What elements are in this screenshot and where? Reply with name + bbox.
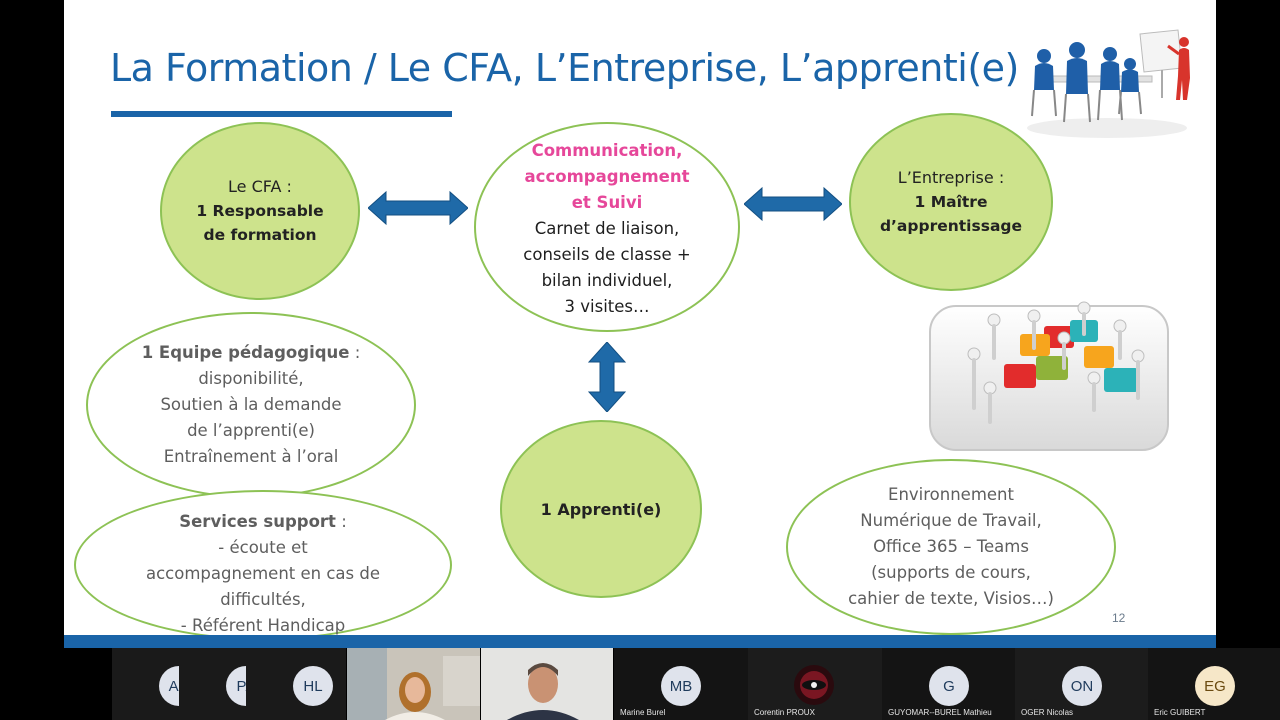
cfa-responsable: 1 Responsable (196, 202, 324, 220)
double-arrow-vertical-icon (588, 342, 626, 412)
shared-presentation-slide: La Formation / Le CFA, L’Entreprise, L’a… (64, 0, 1216, 648)
services-body-4: - Référent Handicap (180, 616, 346, 635)
environnement-bubble: Environnement Numérique de Travail, Offi… (786, 459, 1116, 635)
participant-tile[interactable]: ON OGER Nicolas (1015, 648, 1149, 720)
services-body-3: difficultés, (220, 590, 306, 609)
environnement-body-3: Office 365 – Teams (873, 537, 1029, 556)
equipe-heading-suffix: : (349, 343, 361, 362)
services-heading: Services support (179, 512, 336, 531)
cfa-formation: de formation (203, 226, 317, 244)
participant-name: Eric GUIBERT (1154, 708, 1206, 717)
communication-heading-1: Communication, (531, 141, 683, 160)
apprenti-bubble: 1 Apprenti(e) (500, 420, 702, 598)
communication-body-4: 3 visites… (564, 297, 650, 316)
avatar: MB (661, 666, 701, 706)
environnement-body-5: cahier de texte, Visios…) (848, 589, 1054, 608)
environnement-body-4: (supports de cours, (871, 563, 1031, 582)
eye-logo-avatar-icon (794, 665, 834, 705)
environnement-body-1: Environnement (888, 485, 1014, 504)
equipe-pedagogique-bubble: 1 Equipe pédagogique : disponibilité, So… (86, 312, 416, 498)
participant-tile[interactable]: HL (246, 648, 346, 720)
entreprise-bubble: L’Entreprise : 1 Maître d’apprentissage (849, 113, 1053, 291)
services-support-bubble: Services support : - écoute et accompagn… (74, 490, 452, 640)
services-heading-line: Services support : (179, 509, 347, 535)
entreprise-apprentissage: d’apprentissage (879, 217, 1023, 235)
communication-body-1: Carnet de liaison, (534, 219, 680, 238)
services-heading-suffix: : (335, 512, 347, 531)
slide-footer-bar (64, 635, 1216, 648)
double-arrow-horizontal-right-icon (744, 186, 842, 222)
webcam-video-man-icon (481, 648, 613, 720)
avatar: G (929, 666, 969, 706)
participant-tile[interactable]: EG Eric GUIBERT (1148, 648, 1280, 720)
entreprise-maitre: 1 Maître (914, 193, 988, 211)
avatar: HL (293, 666, 333, 706)
avatar: ON (1062, 666, 1102, 706)
communication-heading-2: accompagnement (524, 167, 690, 186)
puzzle-team-clipart-icon (929, 301, 1169, 451)
participant-name: OGER Nicolas (1021, 708, 1074, 717)
cfa-label: Le CFA : (228, 177, 292, 196)
participant-name: Marine Burel (620, 708, 666, 717)
slide-number: 12 (1112, 611, 1126, 625)
cfa-bubble: Le CFA : 1 Responsable de formation (160, 122, 360, 300)
title-underline (111, 111, 452, 117)
avatar: EG (1195, 666, 1235, 706)
participant-name: Corentin PROUX (754, 708, 815, 717)
communication-body-2: conseils de classe + (523, 245, 691, 264)
meeting-clipart-icon (1027, 29, 1190, 138)
entreprise-label: L’Entreprise : (897, 168, 1005, 187)
equipe-body-2: Soutien à la demande (160, 395, 342, 414)
equipe-body-3: de l’apprenti(e) (187, 421, 315, 440)
participant-video-man[interactable] (481, 648, 613, 720)
apprenti-label: 1 Apprenti(e) (540, 499, 662, 519)
services-body-1: - écoute et (218, 538, 308, 557)
equipe-heading: 1 Equipe pédagogique (141, 343, 350, 362)
participant-video-woman[interactable] (347, 648, 480, 720)
communication-body-3: bilan individuel, (541, 271, 673, 290)
webcam-video-woman-icon (347, 648, 480, 720)
slide-title: La Formation / Le CFA, L’Entreprise, L’a… (110, 46, 1019, 90)
equipe-heading-line: 1 Equipe pédagogique : (142, 340, 361, 366)
participants-strip: AR PA HL (0, 648, 1280, 720)
participant-tile[interactable]: Corentin PROUX (748, 648, 882, 720)
double-arrow-horizontal-left-icon (368, 190, 468, 226)
communication-bubble: Communication, accompagnement et Suivi C… (474, 122, 740, 332)
participant-name: GUYOMAR--BUREL Mathieu (888, 708, 992, 717)
equipe-body-1: disponibilité, (198, 369, 304, 388)
services-body-2: accompagnement en cas de (146, 564, 380, 583)
equipe-body-4: Entraînement à l’oral (163, 447, 339, 466)
environnement-body-2: Numérique de Travail, (860, 511, 1042, 530)
participant-tile[interactable]: MB Marine Burel (614, 648, 748, 720)
communication-heading-3: et Suivi (571, 193, 643, 212)
participant-tile[interactable]: G GUYOMAR--BUREL Mathieu (882, 648, 1016, 720)
